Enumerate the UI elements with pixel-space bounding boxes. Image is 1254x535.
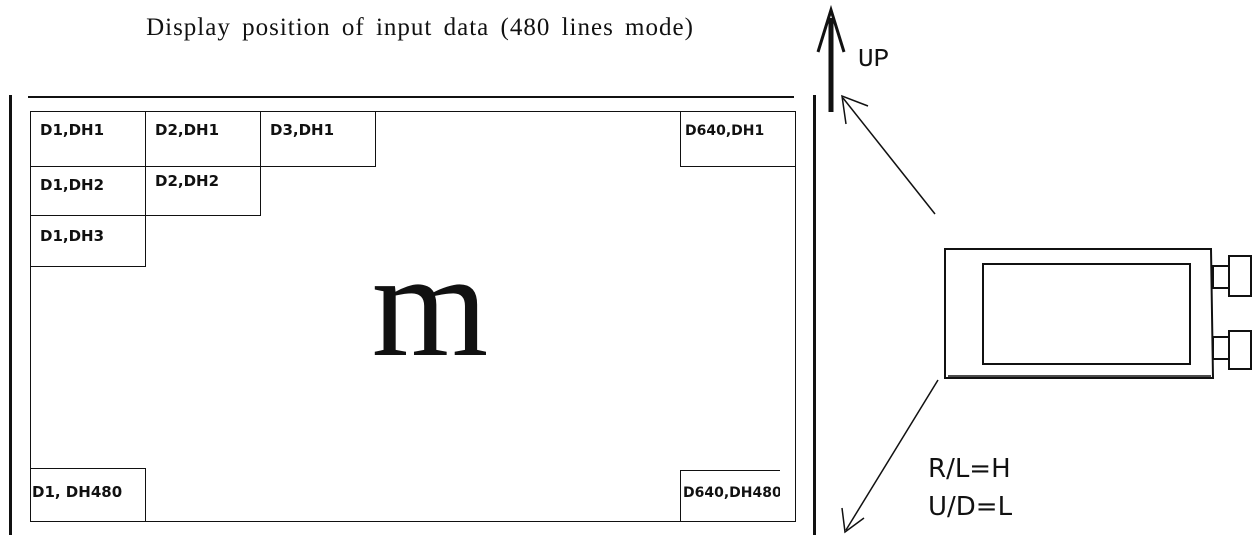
screen-left-border [9,95,12,535]
center-glyph: m [371,222,489,388]
ud-setting-label: U/D=L [928,492,1013,522]
up-label: UP [858,44,890,74]
cell-d640-dh1: D640,DH1 [680,111,796,167]
diagonal-arrow-down-icon [841,379,939,534]
display-area [30,111,796,522]
screen-right-border [813,95,816,535]
up-arrow-icon [816,4,846,112]
diagonal-arrow-up-icon [841,94,936,215]
screen-top-border [28,96,794,98]
rl-setting-label: R/L=H [928,454,1011,484]
cell-d1-dh480: D1, DH480 [30,468,146,522]
cell-d3-dh1: D3,DH1 [260,111,376,167]
diagram-title: Display position of input data (480 line… [146,14,694,41]
cell-d1-dh2: D1,DH2 [30,166,146,216]
cell-d2-dh1: D2,DH1 [145,111,261,167]
cell-d2-dh2: D2,DH2 [145,166,261,216]
cell-d1-dh3: D1,DH3 [30,215,146,267]
cell-d1-dh1: D1,DH1 [30,111,146,167]
lcd-module-icon [944,248,1252,379]
cell-d640-dh480: D640,DH480 [680,470,780,522]
